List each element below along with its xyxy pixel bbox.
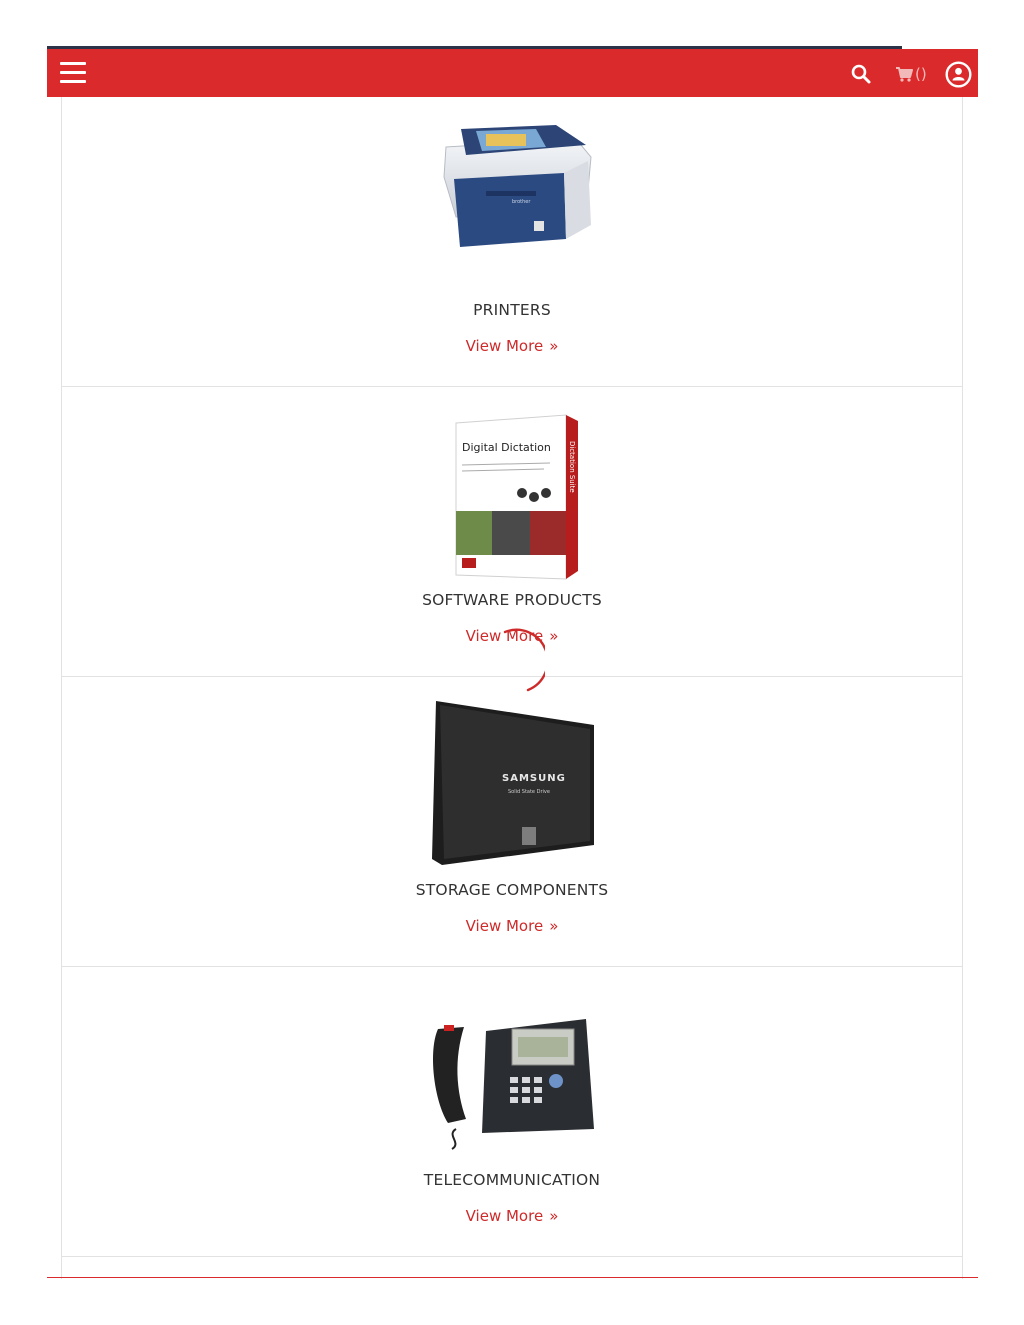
view-more-link[interactable]: View More» [465,337,559,355]
category-card-telecommunication: TELECOMMUNICATION View More» [62,967,962,1257]
category-title: TELECOMMUNICATION [423,1171,601,1189]
software-box-image[interactable]: Digital Dictation Dictation Suite [426,411,598,583]
double-chevron-right-icon: » [549,337,559,355]
app-frame: () brot [47,46,978,1279]
navbar: () [47,49,978,97]
shopping-cart-icon [896,66,913,82]
user-account-icon[interactable] [945,61,972,88]
printer-image[interactable]: brother [426,117,598,267]
svg-text:Digital Dictation: Digital Dictation [462,441,551,454]
cart-button[interactable]: () [896,62,927,86]
view-more-link[interactable]: View More» [465,1207,559,1225]
category-card-software-products: Digital Dictation Dictation Suite SOFTWA… [62,387,962,677]
svg-text:Dictation Suite: Dictation Suite [568,441,576,493]
footer-divider [47,1277,978,1278]
hamburger-menu-icon[interactable] [60,62,86,84]
double-chevron-right-icon: » [549,917,559,935]
category-title: SOFTWARE PRODUCTS [422,591,602,609]
category-title: PRINTERS [473,301,551,319]
svg-text:brother: brother [512,199,531,205]
view-more-link[interactable]: View More» [465,917,559,935]
ip-phone-image[interactable] [426,1011,598,1155]
category-title: STORAGE COMPONENTS [415,881,609,899]
double-chevron-right-icon: » [549,1207,559,1225]
double-chevron-right-icon: » [549,627,559,645]
view-more-link[interactable]: View More» [465,627,559,645]
category-card-partial [62,1257,962,1279]
progress-bar [47,46,902,49]
cart-count: () [915,65,927,83]
category-card-storage-components: SAMSUNG Solid State Drive STORAGE COMPON… [62,677,962,967]
category-card-printers: brother PRINTERS View More» [62,97,962,387]
svg-text:Solid State Drive: Solid State Drive [508,789,550,795]
ssd-image[interactable]: SAMSUNG Solid State Drive [426,695,598,869]
search-icon[interactable] [850,63,872,85]
svg-text:SAMSUNG: SAMSUNG [502,773,566,784]
category-list: brother PRINTERS View More» Digital Dict… [61,97,963,1279]
